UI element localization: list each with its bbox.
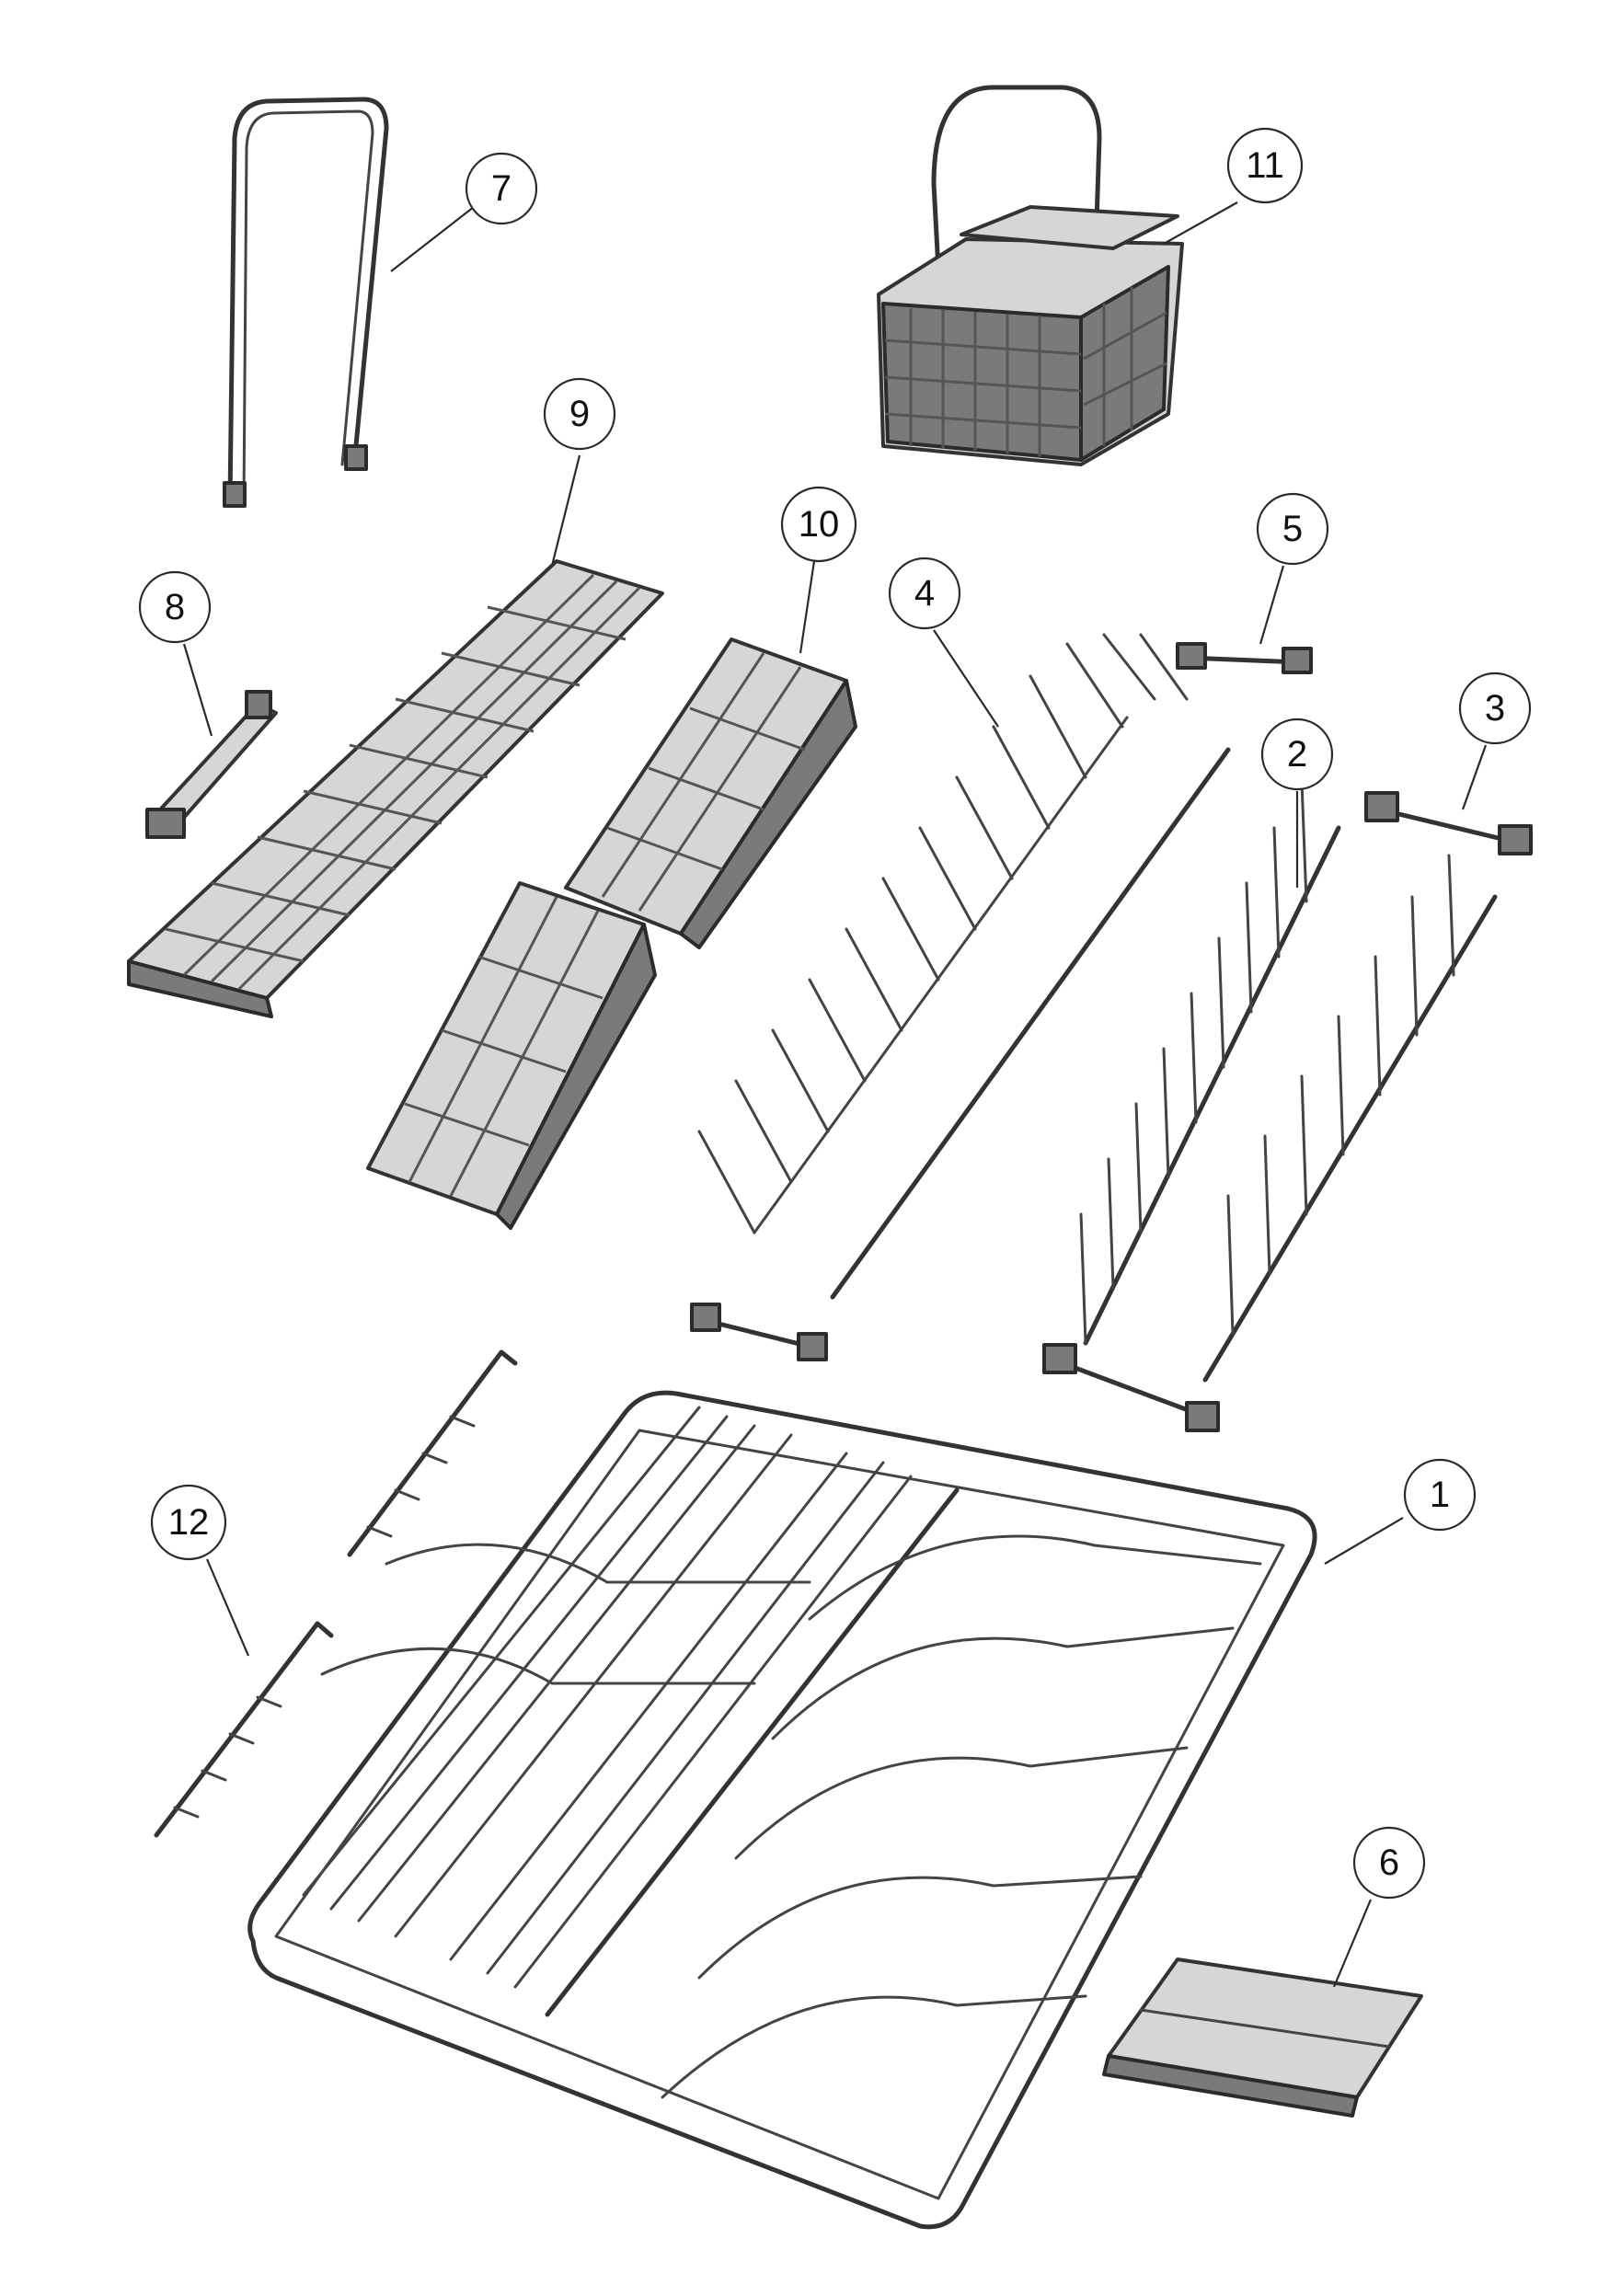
callout-8: 8 [138,570,212,644]
callout-9: 9 [543,377,616,451]
part-9-rack-insert [127,559,664,1018]
part-5-clip [1176,642,1313,674]
part-1-basket-frame [247,1390,1317,2230]
callout-4-label: 4 [914,573,935,614]
leader-lines [182,201,1488,1988]
callout-1: 1 [1403,1458,1477,1532]
callout-5-label: 5 [1282,509,1303,549]
part-3-clip [1364,791,1533,855]
callout-2: 2 [1260,718,1334,791]
callout-3-label: 3 [1485,688,1505,729]
callout-6-label: 6 [1379,1843,1399,1883]
callout-12-label: 12 [168,1502,210,1543]
callout-3: 3 [1458,672,1532,745]
callout-8-label: 8 [165,587,185,627]
callout-11-label: 11 [1246,145,1284,186]
callout-1-label: 1 [1430,1475,1450,1515]
callout-7: 7 [465,152,538,225]
part-2-tine-row [1079,780,1498,1383]
callout-9-label: 9 [569,394,590,434]
lower-clips [690,1303,1220,1432]
callout-10-label: 10 [799,504,840,545]
part-7-handle [223,97,389,508]
callout-6: 6 [1352,1826,1426,1900]
callout-2-label: 2 [1287,734,1307,775]
part-10-trays [366,637,857,1230]
part-6-tray [1102,1957,1423,2118]
part-11-cutlery-basket [877,85,1184,466]
callout-12: 12 [150,1484,227,1561]
callout-11: 11 [1226,127,1304,204]
callout-4: 4 [888,557,961,630]
callout-5: 5 [1256,492,1329,566]
part-12-hook-rails [154,1349,518,1838]
part-8-bracket [145,690,278,839]
part-4-tine-row [697,633,1231,1300]
callout-10: 10 [780,486,857,563]
callout-7-label: 7 [491,168,512,209]
